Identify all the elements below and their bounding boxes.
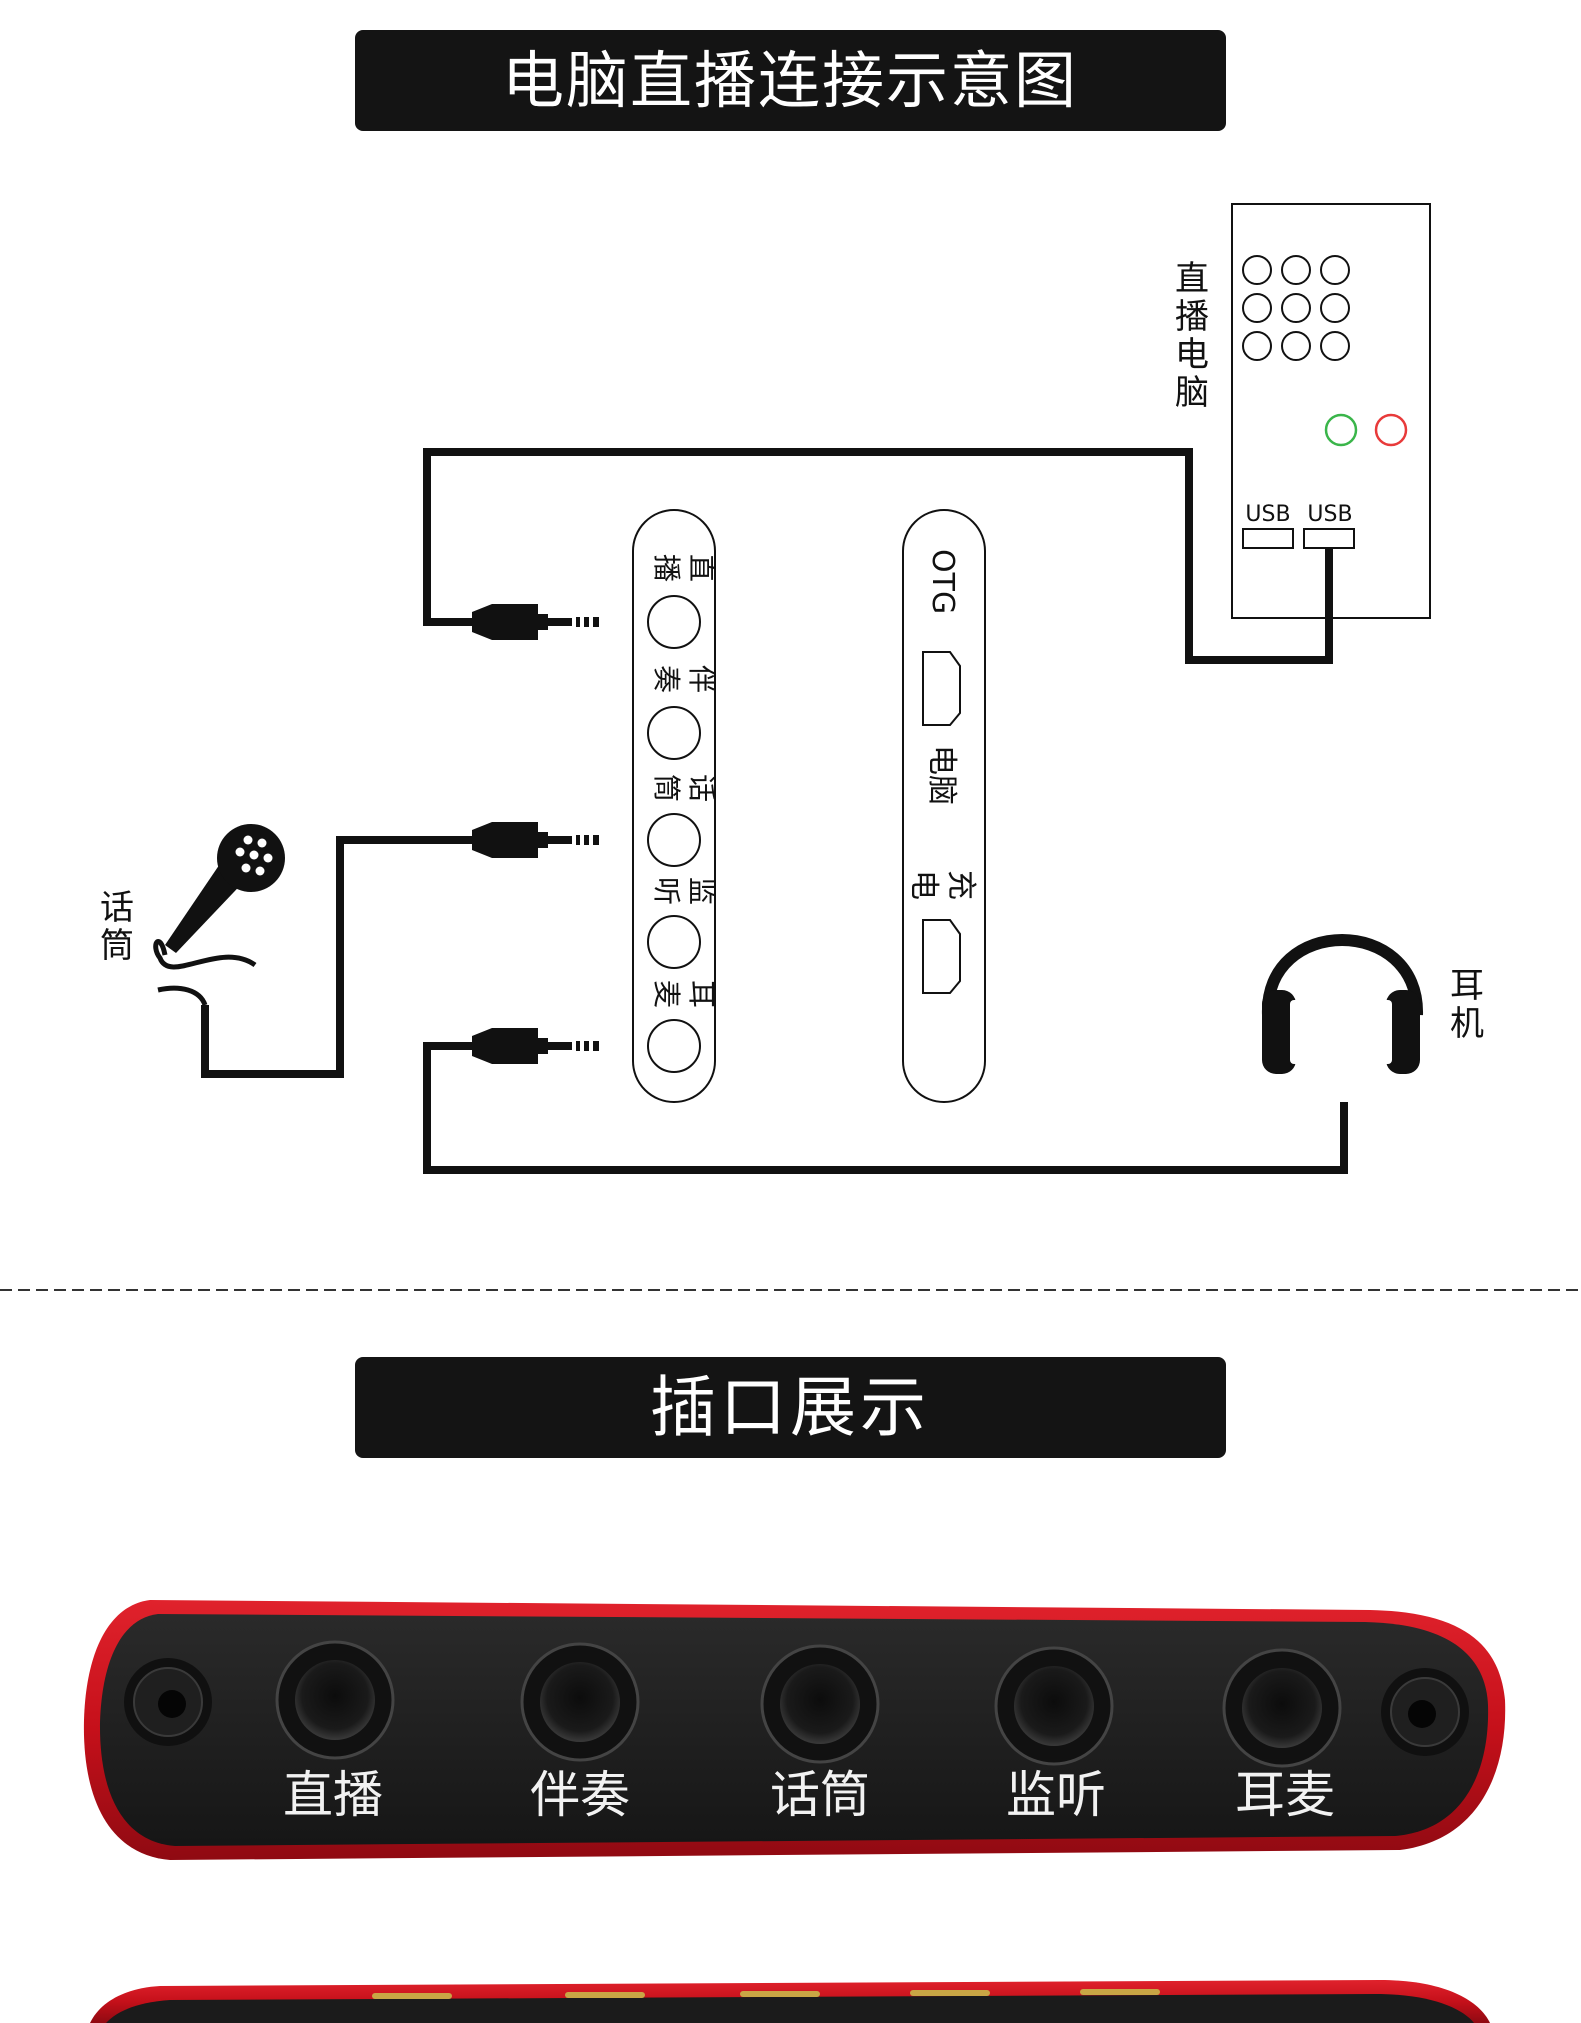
audio-plug-mic xyxy=(472,822,599,858)
jack-accompaniment: 伴 奏 xyxy=(647,665,718,760)
otg-port xyxy=(922,651,961,726)
usb-cable xyxy=(423,448,1333,664)
svg-text:话: 话 xyxy=(100,888,134,928)
svg-text:话: 话 xyxy=(685,774,718,802)
svg-text:播: 播 xyxy=(650,554,683,582)
microphone-label: 话 筒 xyxy=(100,888,134,966)
jack-microphone: 话 筒 xyxy=(647,774,718,867)
jack-live: 直 播 xyxy=(647,554,718,649)
audio-plug-live xyxy=(472,604,599,640)
svg-text:直: 直 xyxy=(1175,259,1209,299)
ports-title-banner: 插口展示 xyxy=(355,1357,1226,1458)
connection-title-banner: 电脑直播连接示意图 xyxy=(355,30,1226,131)
computer-port-label: 电脑 xyxy=(924,745,959,805)
panel-jack-headset xyxy=(1222,1648,1342,1768)
audio-plug-headset xyxy=(472,1028,599,1064)
microphone-cable xyxy=(201,836,474,1078)
otg-label: OTG xyxy=(925,549,960,614)
charge-port xyxy=(922,919,961,994)
soundcard-panel: 直播 伴奏 话筒 监听 耳麦 xyxy=(83,1600,1506,1860)
jack-monitor: 监 听 xyxy=(647,877,718,969)
panel-jack-microphone xyxy=(760,1644,880,1764)
right-screw xyxy=(1381,1668,1469,1756)
usb-label-2: USB xyxy=(1307,502,1352,527)
jack-headset: 耳 麦 xyxy=(647,980,718,1073)
charge-label-2: 电 xyxy=(906,870,941,900)
svg-text:电: 电 xyxy=(1175,335,1209,375)
green-audio-port xyxy=(1324,413,1358,447)
connection-title: 电脑直播连接示意图 xyxy=(502,44,1078,117)
soundcard-usb-strip: OTG 电脑 充 电 xyxy=(902,509,986,1103)
panel-label-headset: 耳麦 xyxy=(1235,1766,1335,1824)
svg-text:麦: 麦 xyxy=(650,980,683,1008)
computer-vent-holes xyxy=(1242,255,1350,361)
svg-text:监: 监 xyxy=(685,877,718,905)
svg-text:筒: 筒 xyxy=(100,926,134,966)
ports-title: 插口展示 xyxy=(650,1369,930,1446)
svg-text:直: 直 xyxy=(685,554,718,582)
panel-label-live: 直播 xyxy=(283,1766,383,1824)
svg-text:筒: 筒 xyxy=(650,774,683,802)
soundcard-jack-strip: 直 播 伴 奏 话 筒 监 听 xyxy=(632,509,718,1103)
left-screw xyxy=(124,1658,212,1746)
microphone-icon xyxy=(153,824,285,1007)
soundcard-panel-back xyxy=(90,1980,1490,2023)
svg-text:播: 播 xyxy=(1175,297,1209,337)
panel-jack-monitor xyxy=(994,1646,1114,1766)
svg-text:耳: 耳 xyxy=(685,980,718,1008)
headphones-icon xyxy=(1261,934,1424,1074)
svg-text:听: 听 xyxy=(650,877,683,905)
usb-port-1 xyxy=(1242,528,1294,549)
computer-tower: USB USB xyxy=(1231,203,1431,619)
panel-label-microphone: 话筒 xyxy=(770,1766,870,1824)
svg-text:脑: 脑 xyxy=(1175,373,1209,413)
panel-jack-live xyxy=(275,1640,395,1760)
panel-label-monitor: 监听 xyxy=(1006,1766,1106,1824)
headphones-label: 耳 机 xyxy=(1450,966,1484,1044)
cables xyxy=(201,448,1348,1174)
headphone-cable xyxy=(423,1042,1348,1174)
svg-text:奏: 奏 xyxy=(650,665,683,693)
panel-jack-accompaniment xyxy=(520,1642,640,1762)
svg-text:伴: 伴 xyxy=(685,665,718,693)
charge-label-1: 充 xyxy=(943,870,978,900)
svg-text:机: 机 xyxy=(1450,1004,1484,1044)
usb-label-1: USB xyxy=(1245,502,1290,527)
red-audio-port xyxy=(1374,413,1408,447)
svg-text:耳: 耳 xyxy=(1450,966,1484,1006)
computer-label: 直 播 电 脑 xyxy=(1175,259,1209,413)
panel-label-accompaniment: 伴奏 xyxy=(530,1766,630,1824)
